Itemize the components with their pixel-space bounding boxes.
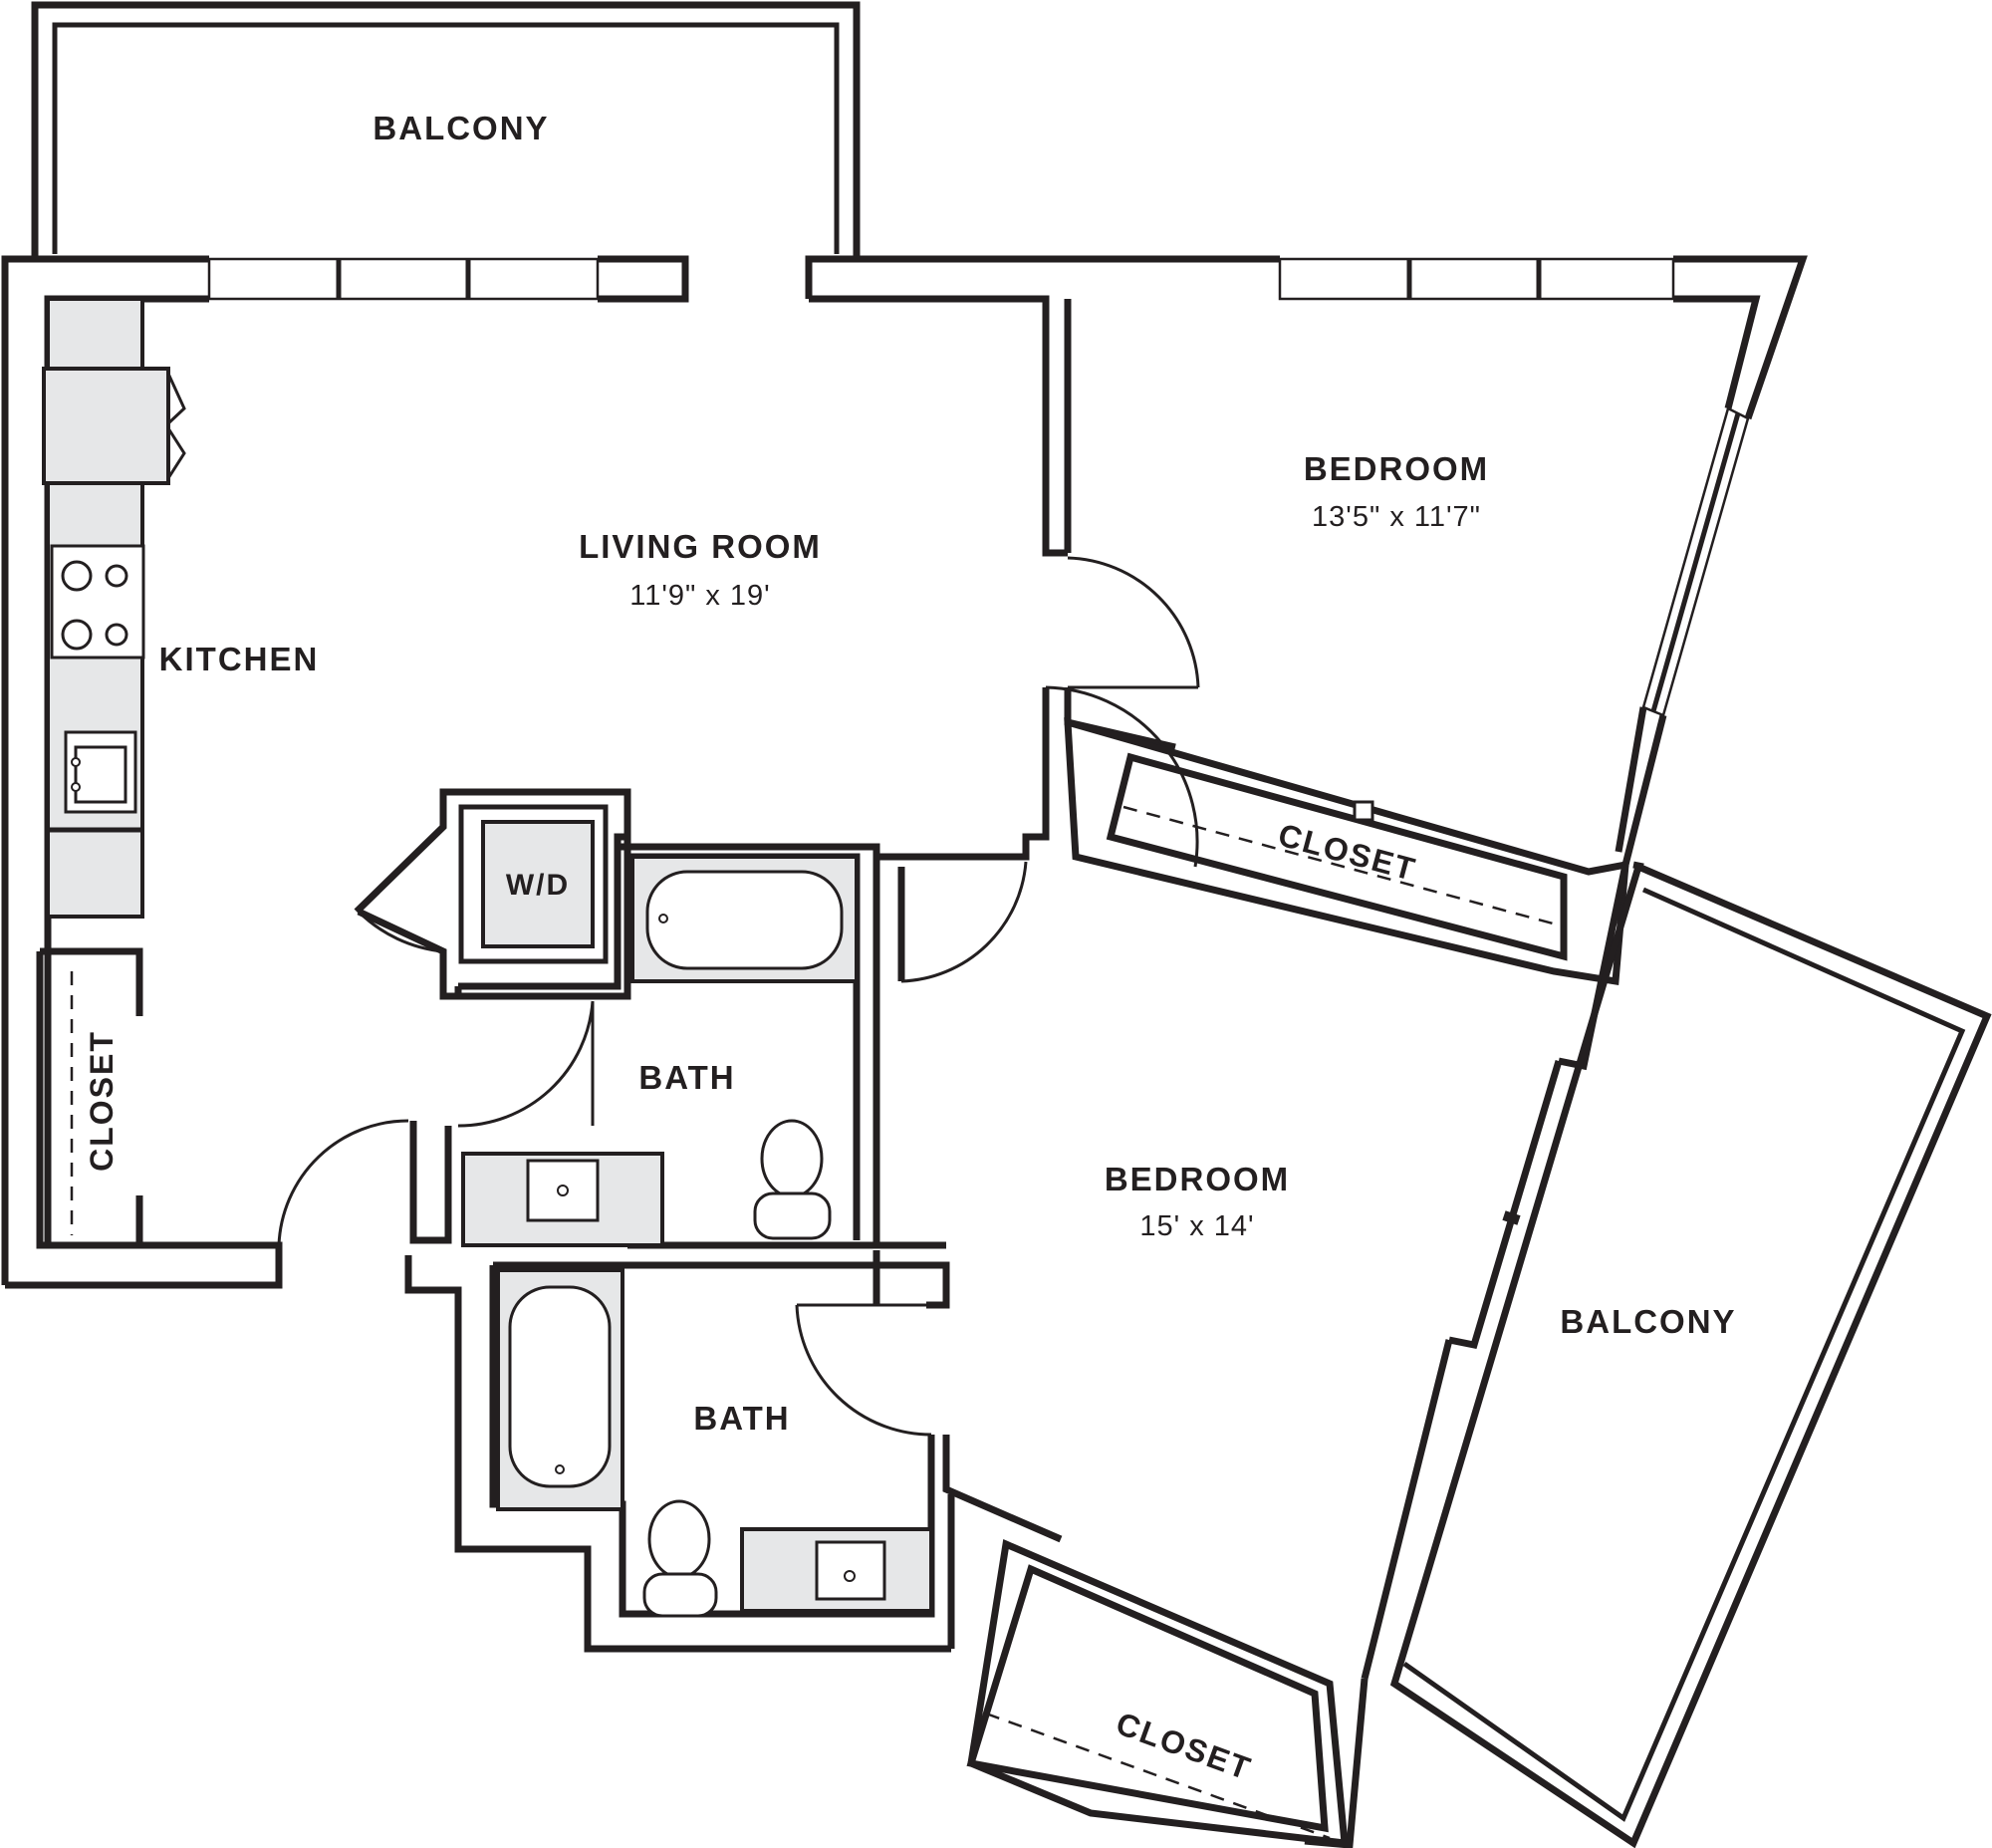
balcony-top-label: BALCONY bbox=[373, 110, 549, 146]
bath-lower bbox=[404, 1250, 951, 1653]
closet-lower-label: CLOSET bbox=[1112, 1706, 1257, 1787]
bedroom-upper-size: 13'5" x 11'7" bbox=[1312, 501, 1481, 533]
bedroom-lower-size: 15' x 14' bbox=[1139, 1210, 1254, 1242]
closet-lower bbox=[966, 1539, 1349, 1847]
living-room-label: LIVING ROOM bbox=[579, 528, 822, 565]
exterior-walls bbox=[1, 255, 1808, 1285]
window-living bbox=[207, 257, 600, 301]
wd-label: W/D bbox=[506, 869, 570, 902]
closet-upper-label: CLOSET bbox=[1275, 817, 1420, 888]
bedroom-upper-label: BEDROOM bbox=[1304, 450, 1489, 487]
toilet-upper bbox=[760, 1119, 824, 1198]
refrigerator bbox=[42, 367, 170, 485]
kitchen-label: KITCHEN bbox=[159, 641, 320, 677]
balcony-right bbox=[1304, 861, 1992, 1848]
window-bedroom-top bbox=[1278, 257, 1675, 301]
laundry-closet bbox=[354, 788, 631, 1000]
washer-dryer bbox=[481, 820, 595, 948]
toilet-lower bbox=[647, 1499, 711, 1579]
bath-upper-label: BATH bbox=[638, 1059, 735, 1096]
living-room-size: 11'9" x 19' bbox=[629, 580, 770, 612]
closet-left-label: CLOSET bbox=[84, 1030, 120, 1172]
balcony-top bbox=[31, 1, 861, 257]
closet-upper bbox=[1064, 717, 1629, 986]
closet-left bbox=[5, 947, 283, 1289]
interior-walls bbox=[876, 556, 1200, 1249]
balcony-right-label: BALCONY bbox=[1560, 1303, 1736, 1340]
bath-lower-label: BATH bbox=[693, 1400, 790, 1437]
bedroom-lower-walls bbox=[942, 864, 1629, 1680]
bedroom-lower-label: BEDROOM bbox=[1105, 1161, 1290, 1197]
bath-upper bbox=[277, 837, 880, 1249]
kitchen-counter bbox=[42, 297, 186, 919]
